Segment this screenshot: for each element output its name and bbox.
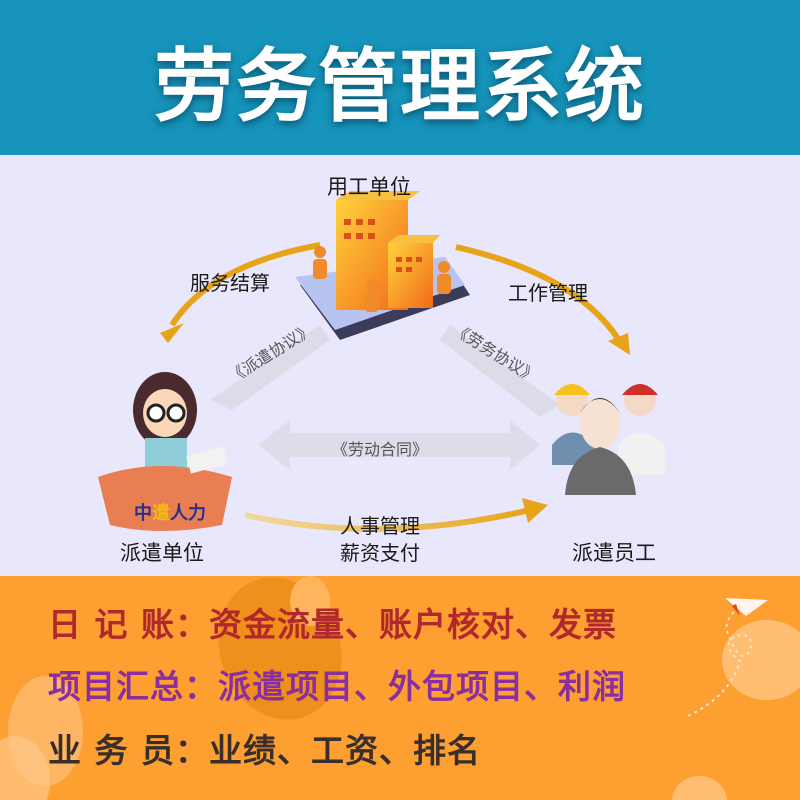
feature-journal: 日 记 账：资金流量、账户核对、发票 — [48, 605, 617, 644]
salary-payment-label: 薪资支付 — [340, 541, 420, 565]
employer-label: 用工单位 — [327, 175, 411, 199]
labor-contract-label: 《劳动合同》 — [332, 440, 429, 459]
hr-management-label: 人事管理 — [340, 514, 420, 538]
service-settlement-arrow — [169, 242, 321, 327]
relationship-diagram: 用工单位 服务结算 工作管理 《派遣协议》 《劳务协议》 《劳动合同》 中遣人力… — [0, 155, 800, 575]
work-management-label: 工作管理 — [508, 281, 588, 305]
dispatched-staff-label: 派遣员工 — [572, 541, 656, 565]
dispatched-staff-illustration — [552, 384, 665, 495]
service-settlement-label: 服务结算 — [190, 271, 270, 295]
work-management-arrow — [455, 244, 625, 347]
dispatch-unit-illustration — [98, 372, 232, 531]
company-logo: 中遣人力 — [134, 503, 206, 524]
decor-blob — [722, 620, 800, 700]
diagram-graphics — [98, 191, 665, 532]
decor-blob — [290, 576, 330, 626]
features-panel: 日 记 账：资金流量、账户核对、发票 项目汇总：派遣项目、外包项目、利润 业 务… — [0, 576, 800, 800]
feature-salesperson: 业 务 员：业绩、工资、排名 — [48, 731, 481, 770]
paper-plane-icon — [687, 598, 768, 717]
page-title: 劳务管理系统 — [154, 39, 646, 133]
header-banner: 劳务管理系统 — [0, 0, 800, 155]
dispatch-unit-label: 派遣单位 — [120, 541, 204, 565]
feature-project-summary: 项目汇总：派遣项目、外包项目、利润 — [48, 667, 626, 706]
decor-blob — [672, 776, 727, 800]
labor-contract-arrow — [258, 420, 540, 470]
hr-arrow — [244, 507, 531, 532]
